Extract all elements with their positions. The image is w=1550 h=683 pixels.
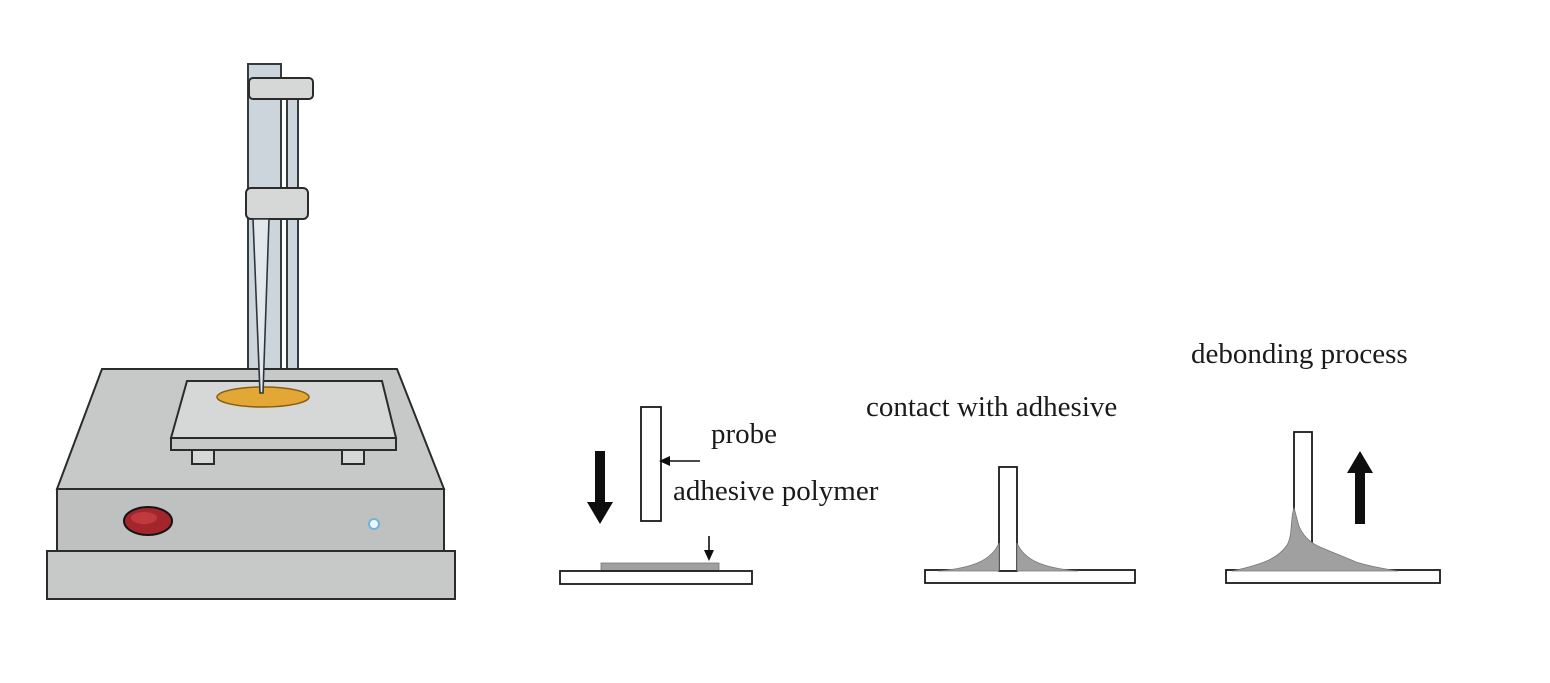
contact-stage-label: contact with adhesive <box>866 391 1118 423</box>
instrument-crossbar <box>248 77 314 100</box>
up-arrow-bold <box>1347 451 1373 524</box>
probe-pointer-arrowhead <box>659 456 670 466</box>
substrate-approach <box>559 570 753 585</box>
stage-foot-left <box>191 449 215 465</box>
instrument-illustration <box>46 63 456 600</box>
down-arrow-bold <box>587 451 613 524</box>
probe-shape-contact <box>998 466 1018 572</box>
instrument-probe <box>252 218 270 394</box>
adhesive-fillet-right <box>1016 542 1079 572</box>
substrate-debonding <box>1225 569 1441 584</box>
probe-shape <box>640 406 662 522</box>
debonding-stage-label: debonding process <box>1191 338 1408 370</box>
instrument-guide-rod <box>286 85 299 375</box>
adhesive-polymer-label: adhesive polymer <box>673 475 879 507</box>
indicator-light <box>368 518 380 530</box>
stage-foot-right <box>341 449 365 465</box>
deformed-adhesive <box>1231 506 1399 572</box>
instrument-clamp <box>245 187 309 220</box>
adhesive-pointer-arrowhead <box>704 550 714 561</box>
stage-contact-diagram <box>924 466 1136 584</box>
instrument-base-bottom <box>46 550 456 600</box>
stage-approach-diagram <box>559 406 753 585</box>
substrate-contact <box>924 569 1136 584</box>
adhesive-layer <box>600 562 720 572</box>
stage-debonding-diagram <box>1225 431 1441 584</box>
power-button-highlight <box>131 512 157 524</box>
sample-stage-edge <box>170 437 397 451</box>
instrument-base-middle <box>56 488 445 552</box>
adhesive-fillet-left <box>937 542 1000 572</box>
probe-label: probe <box>711 418 778 450</box>
